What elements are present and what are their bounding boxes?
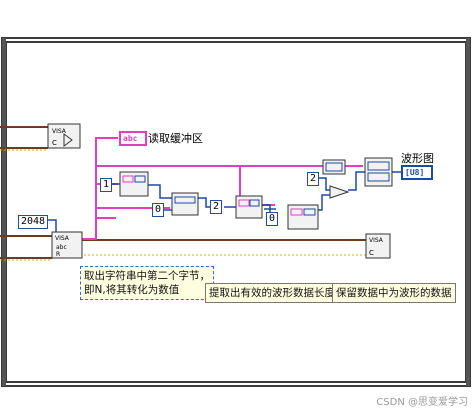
offset-constant-0b[interactable]: 0: [266, 212, 279, 226]
constant-2a[interactable]: 2: [210, 200, 223, 214]
visa-close-node[interactable]: VISA C: [365, 233, 391, 259]
string-subset-node-3[interactable]: [287, 204, 319, 230]
svg-text:VISA: VISA: [369, 237, 384, 244]
visa-wires: [0, 126, 366, 259]
waveform-indicator-frame[interactable]: [401, 165, 433, 180]
comment-data-length[interactable]: 提取出有效的波形数据长度: [205, 283, 339, 303]
array-subset-node[interactable]: [364, 157, 393, 187]
svg-text:abc: abc: [56, 244, 67, 251]
svg-text:C: C: [52, 139, 57, 147]
string-to-bytes-node[interactable]: [322, 159, 346, 175]
read-buffer-label: 读取缓冲区: [148, 132, 203, 145]
comment-extract-line1: 取出字符串中第二个字节，: [84, 270, 210, 282]
watermark: CSDN @思变爱学习: [376, 397, 468, 408]
string-to-number-node[interactable]: [171, 192, 199, 216]
error-wire-pattern: [0, 149, 366, 261]
string-type-tag: abc: [123, 134, 138, 143]
svg-text:VISA: VISA: [52, 128, 67, 135]
constant-2b[interactable]: 2: [307, 172, 320, 186]
comment-keep-waveform[interactable]: 保留数据中为波形的数据: [332, 283, 456, 303]
loop-frame: [1, 37, 471, 387]
byte-count-constant[interactable]: 2048: [18, 215, 48, 229]
string-indicator-frame[interactable]: [119, 131, 147, 146]
multiply-node[interactable]: [329, 185, 350, 199]
offset-constant-0a[interactable]: 0: [152, 203, 165, 217]
comment-extract-byte[interactable]: 取出字符串中第二个字节， 即N,将其转化为数值: [80, 266, 214, 300]
svg-text:R: R: [56, 251, 60, 258]
u8-type-tag: [U8]: [405, 168, 425, 177]
comment-extract-line2: 即N,将其转化为数值: [84, 284, 180, 296]
offset-constant-1[interactable]: 1: [100, 178, 113, 192]
waveform-label: 波形图: [401, 152, 434, 165]
string-subset-node-1[interactable]: [119, 171, 149, 197]
svg-text:VISA: VISA: [55, 235, 70, 242]
visa-node-top[interactable]: VISA C: [47, 123, 81, 149]
visa-read-node[interactable]: VISA abc R: [51, 231, 83, 259]
string-subset-node-2[interactable]: [235, 195, 263, 219]
svg-text:C: C: [369, 249, 374, 257]
numeric-wires: [44, 171, 402, 240]
